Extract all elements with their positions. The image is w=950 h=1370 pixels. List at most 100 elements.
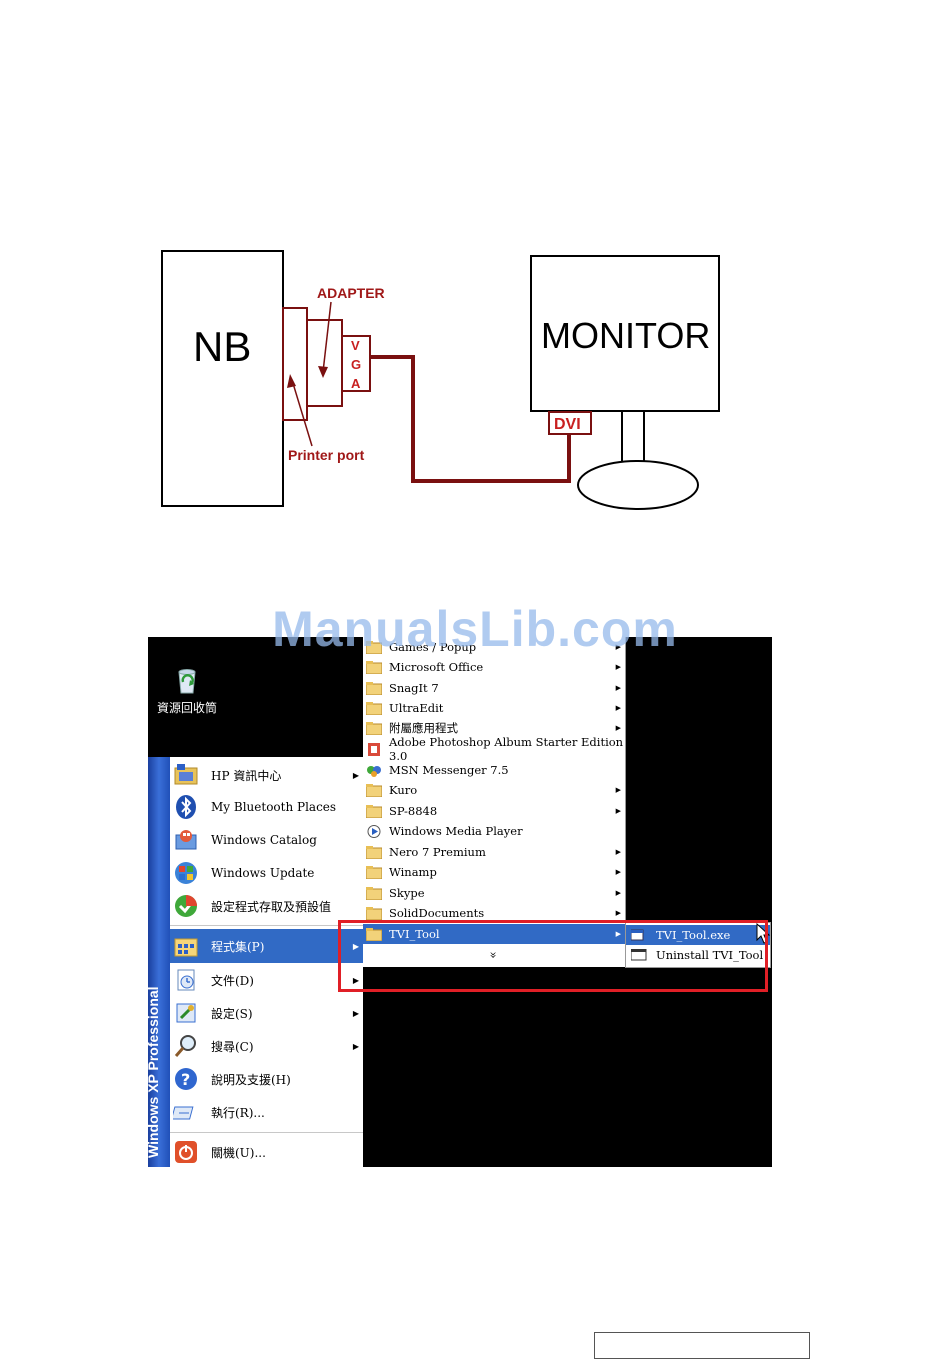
folder-icon (365, 701, 383, 715)
submenu-arrow-icon: ▶ (352, 1041, 359, 1051)
start-item-help[interactable]: ? 說明及支援(H) (170, 1064, 363, 1094)
exe-icon (630, 929, 645, 941)
program-label: Windows Media Player (389, 824, 523, 838)
program-access-icon (173, 893, 199, 919)
start-item-label: 設定(S) (211, 1006, 253, 1021)
vga-letter-v: V (351, 338, 360, 353)
program-label: Winamp (389, 865, 437, 879)
nb-label: NB (193, 323, 251, 370)
submenu-arrow-icon: ▶ (615, 663, 621, 671)
tvi-item-exe[interactable]: TVI_Tool.exe (626, 923, 770, 945)
program-label: 附屬應用程式 (389, 721, 458, 735)
tvi-tool-submenu: TVI_Tool.exe Uninstall TVI_Tool (625, 922, 771, 968)
program-item[interactable]: SP-8848 ▶ (363, 801, 625, 821)
submenu-arrow-icon: ▶ (615, 889, 621, 897)
submenu-arrow-icon: ▶ (615, 643, 621, 651)
program-label: MSN Messenger 7.5 (389, 763, 509, 777)
start-item-label: Windows Update (211, 866, 315, 880)
folder-icon (365, 886, 383, 900)
vga-cable (370, 355, 571, 483)
start-item-settings[interactable]: 設定(S) ▶ (170, 998, 363, 1028)
start-item-search[interactable]: 搜尋(C) ▶ (170, 1031, 363, 1061)
media-player-icon (366, 824, 382, 838)
program-item[interactable]: Nero 7 Premium ▶ (363, 842, 625, 862)
submenu-arrow-icon: ▶ (615, 704, 621, 712)
start-item-programs[interactable]: 程式集(P) ▶ (170, 929, 363, 963)
program-label: Microsoft Office (389, 660, 484, 674)
adapter-arrow-head (318, 366, 328, 378)
programs-submenu: Games / Popup ▶ Microsoft Office ▶ SnagI… (363, 637, 626, 967)
start-item-label: My Bluetooth Places (211, 800, 337, 814)
programs-icon (173, 933, 199, 959)
tvi-item-uninstall[interactable]: Uninstall TVI_Tool (626, 945, 770, 965)
vga-letter-a: A (351, 376, 361, 391)
vga-letter-g: G (351, 357, 361, 372)
start-item-label: 關機(U)... (211, 1145, 266, 1160)
dvi-label: DVI (554, 416, 581, 433)
folder-icon (365, 804, 383, 818)
windows-catalog-icon (173, 827, 199, 853)
folder-icon (365, 721, 383, 735)
start-item-bluetooth-places[interactable]: My Bluetooth Places (170, 792, 363, 822)
monitor-box (530, 255, 720, 412)
printer-port-arrow-head (287, 374, 296, 388)
program-item[interactable]: Games / Popup ▶ (363, 637, 625, 657)
program-item[interactable]: SnagIt 7 ▶ (363, 678, 625, 698)
program-item[interactable]: 附屬應用程式 ▶ (363, 718, 625, 738)
program-label: SnagIt 7 (389, 681, 439, 695)
tvi-item-label: Uninstall TVI_Tool (656, 948, 764, 962)
windows-update-icon (173, 860, 199, 886)
program-item[interactable]: Winamp ▶ (363, 862, 625, 882)
start-item-shutdown[interactable]: 關機(U)... (170, 1137, 363, 1167)
printer-port-block (282, 307, 308, 421)
folder-icon (365, 845, 383, 859)
start-item-run[interactable]: 執行(R)... (170, 1097, 363, 1127)
dvi-connector (548, 411, 592, 435)
bluetooth-icon (173, 794, 199, 820)
program-item[interactable]: MSN Messenger 7.5 (363, 760, 625, 780)
start-item-label: Windows Catalog (211, 833, 317, 847)
recycle-bin-desktop-icon[interactable]: 資源回收筒 (152, 665, 222, 716)
folder-icon (365, 865, 383, 879)
start-item-program-access[interactable]: 設定程式存取及預設值 (170, 891, 363, 921)
program-item[interactable]: Skype ▶ (363, 883, 625, 903)
program-item[interactable]: Kuro ▶ (363, 780, 625, 800)
start-item-label: 執行(R)... (211, 1105, 265, 1120)
start-item-windows-catalog[interactable]: Windows Catalog (170, 825, 363, 855)
program-item-tvi-tool[interactable]: TVI_Tool ▶ (363, 924, 625, 944)
program-item[interactable]: Windows Media Player (363, 821, 625, 841)
printer-port-label: Printer port (288, 447, 365, 463)
start-item-label: HP 資訊中心 (211, 768, 282, 783)
program-label: Skype (389, 886, 425, 900)
start-item-windows-update[interactable]: Windows Update (170, 858, 363, 888)
program-item[interactable]: Adobe Photoshop Album Starter Edition 3.… (363, 735, 625, 763)
program-label: Adobe Photoshop Album Starter Edition 3.… (389, 735, 624, 763)
program-label: Nero 7 Premium (389, 845, 486, 859)
adapter-label: ADAPTER (317, 285, 385, 301)
monitor-label: MONITOR (541, 315, 710, 356)
program-item[interactable]: UltraEdit ▶ (363, 698, 625, 718)
start-item-documents[interactable]: 文件(D) ▶ (170, 965, 363, 995)
submenu-arrow-icon: ▶ (615, 930, 621, 938)
submenu-arrow-icon: ▶ (352, 941, 359, 951)
recycle-bin-icon (172, 665, 202, 695)
annotation-highlight-box (338, 920, 768, 992)
window-icon (630, 948, 647, 961)
hp-info-icon (173, 762, 199, 788)
folder-icon (365, 681, 383, 695)
program-label: SolidDocuments (389, 906, 485, 920)
submenu-arrow-icon: ▶ (615, 909, 621, 917)
program-label: SP-8848 (389, 804, 438, 818)
submenu-arrow-icon: ▶ (615, 807, 621, 815)
program-item[interactable]: SolidDocuments ▶ (363, 903, 625, 923)
start-item-hp-info[interactable]: HP 資訊中心 ▶ (170, 760, 363, 790)
submenu-arrow-icon: ▶ (352, 1008, 359, 1018)
start-item-label: 搜尋(C) (211, 1039, 254, 1054)
folder-icon (365, 906, 383, 920)
submenu-arrow-icon: ▶ (352, 770, 359, 780)
program-item[interactable]: Microsoft Office ▶ (363, 657, 625, 677)
submenu-arrow-icon: ▶ (615, 724, 621, 732)
footer-box (594, 1332, 810, 1359)
tvi-item-label: TVI_Tool.exe (656, 928, 731, 942)
windows-xp-side-band: Windows XP Professional (148, 757, 170, 1167)
